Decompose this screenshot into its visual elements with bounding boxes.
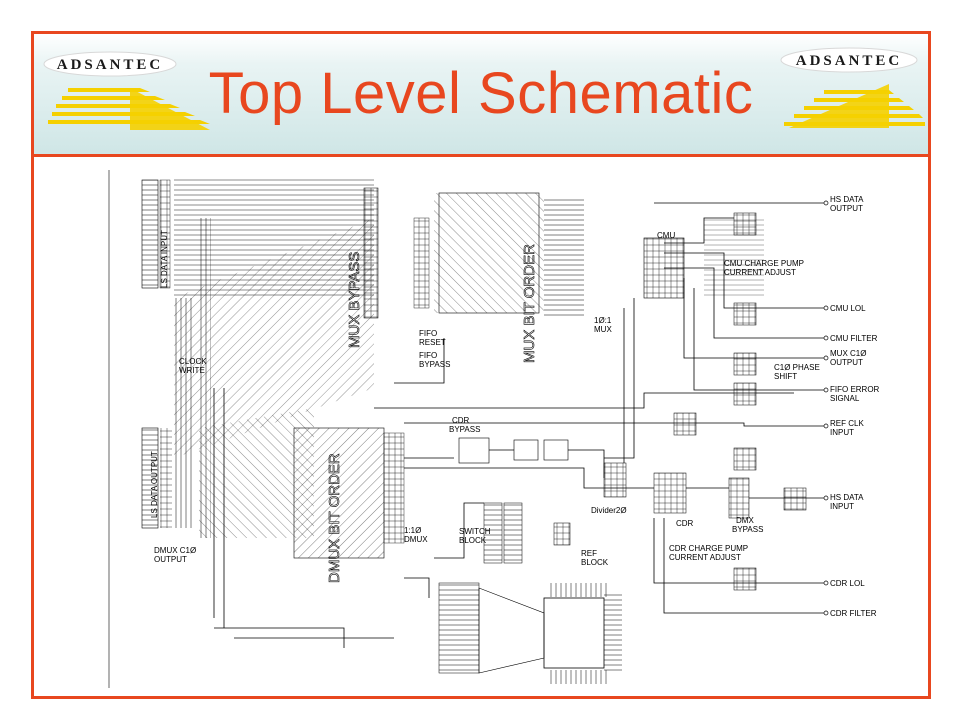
label-cmu-filter: CMU FILTER — [830, 334, 878, 343]
label-cmu-charge-pump-1: CMU CHARGE PUMP — [724, 259, 804, 268]
label-mux-c10-output-2: OUTPUT — [830, 358, 863, 367]
label-cmu-charge-pump-2: CURRENT ADJUST — [724, 268, 796, 277]
switch-block-cells — [483, 502, 523, 564]
label-dmux-1-10-1: 1:1Ø — [404, 526, 421, 535]
label-switch-block-2: BLOCK — [459, 536, 487, 545]
top-level-schematic: LS DATA INPUT CLOCK WRITE LS DATA OUTPUT… — [108, 170, 880, 688]
label-dmux-1-10-2: DMUX — [404, 535, 428, 544]
label-ls-data-output: LS DATA OUTPUT — [150, 451, 159, 518]
logo-text: ADSANTEC — [796, 53, 903, 69]
slide-header: ADSANTEC Top Level Schematic ADSANTEC — [34, 34, 928, 157]
label-hs-data-output-2: OUTPUT — [830, 204, 863, 213]
label-cdr-charge-pump-2: CURRENT ADJUST — [669, 553, 741, 562]
logo-text: ADSANTEC — [57, 57, 164, 73]
slide-frame: ADSANTEC Top Level Schematic ADSANTEC — [31, 31, 931, 699]
label-ref-block-1: REF — [581, 549, 597, 558]
label-cdr-bypass-2: BYPASS — [449, 425, 480, 434]
label-fifo-bypass-1: FIFO — [419, 351, 437, 360]
label-fifo-error-signal-1: FIFO ERROR — [830, 385, 880, 394]
label-fifo-reset-1: FIFO — [419, 329, 437, 338]
schematic-wires — [213, 202, 824, 648]
label-clock-write-1: CLOCK — [179, 357, 207, 366]
label-dmx-bypass-1: DMX — [736, 516, 754, 525]
label-fifo-bypass-2: BYPASS — [419, 360, 450, 369]
cdr-path — [458, 437, 750, 519]
label-fifo-reset-2: RESET — [419, 338, 446, 347]
label-dmx-bypass-2: BYPASS — [732, 525, 763, 534]
label-ref-block-2: BLOCK — [581, 558, 609, 567]
page-title: Top Level Schematic — [208, 61, 754, 126]
label-cdr-lol: CDR LOL — [830, 579, 865, 588]
label-mux-bit-order: MUX BIT ORDER — [521, 244, 538, 363]
label-cdr-filter: CDR FILTER — [830, 609, 877, 618]
ls-input-buffers — [141, 179, 171, 289]
adsantec-logo-right: ADSANTEC — [780, 47, 925, 128]
ref-block-cell — [553, 522, 571, 546]
label-hs-data-output-1: HS DATA — [830, 195, 864, 204]
adsantec-logo-left: ADSANTEC — [43, 51, 210, 130]
pin-markers — [823, 200, 829, 616]
label-dmux-c10-output-1: DMUX C1Ø — [154, 546, 196, 555]
label-cmu: CMU — [657, 231, 675, 240]
label-mux-10-1-1: 1Ø:1 — [594, 316, 612, 325]
dmux-region — [141, 408, 405, 559]
label-fifo-error-signal-2: SIGNAL — [830, 394, 860, 403]
label-divider20: Divider2Ø — [591, 506, 627, 515]
label-cmu-lol: CMU LOL — [830, 304, 866, 313]
right-side-buffers — [673, 212, 807, 591]
label-cdr: CDR — [676, 519, 694, 528]
mux-bit-order-block — [413, 192, 584, 318]
label-clock-write-2: WRITE — [179, 366, 205, 375]
logo-stripes — [48, 88, 210, 130]
label-cdr-bypass-1: CDR — [452, 416, 470, 425]
label-mux-bypass: MUX BYPASS — [346, 252, 363, 348]
label-c10-phase-shift-1: C1Ø PHASE — [774, 363, 820, 372]
label-dmux-bit-order: DMUX BIT ORDER — [326, 453, 343, 583]
label-ref-clk-input-2: INPUT — [830, 428, 854, 437]
label-hs-data-input-2: INPUT — [830, 502, 854, 511]
label-switch-block-1: SWITCH — [459, 527, 491, 536]
label-ref-clk-input-1: REF CLK — [830, 419, 864, 428]
label-dmux-c10-output-2: OUTPUT — [154, 555, 187, 564]
label-ls-data-input: LS DATA INPUT — [160, 230, 169, 288]
pad-ring-block — [438, 582, 622, 684]
label-cdr-charge-pump-1: CDR CHARGE PUMP — [669, 544, 748, 553]
label-mux-c10-output-1: MUX C1Ø — [830, 349, 866, 358]
logo-stripes — [784, 84, 925, 128]
label-hs-data-input-1: HS DATA — [830, 493, 864, 502]
label-c10-phase-shift-2: SHIFT — [774, 372, 797, 381]
label-mux-10-1-2: MUX — [594, 325, 612, 334]
